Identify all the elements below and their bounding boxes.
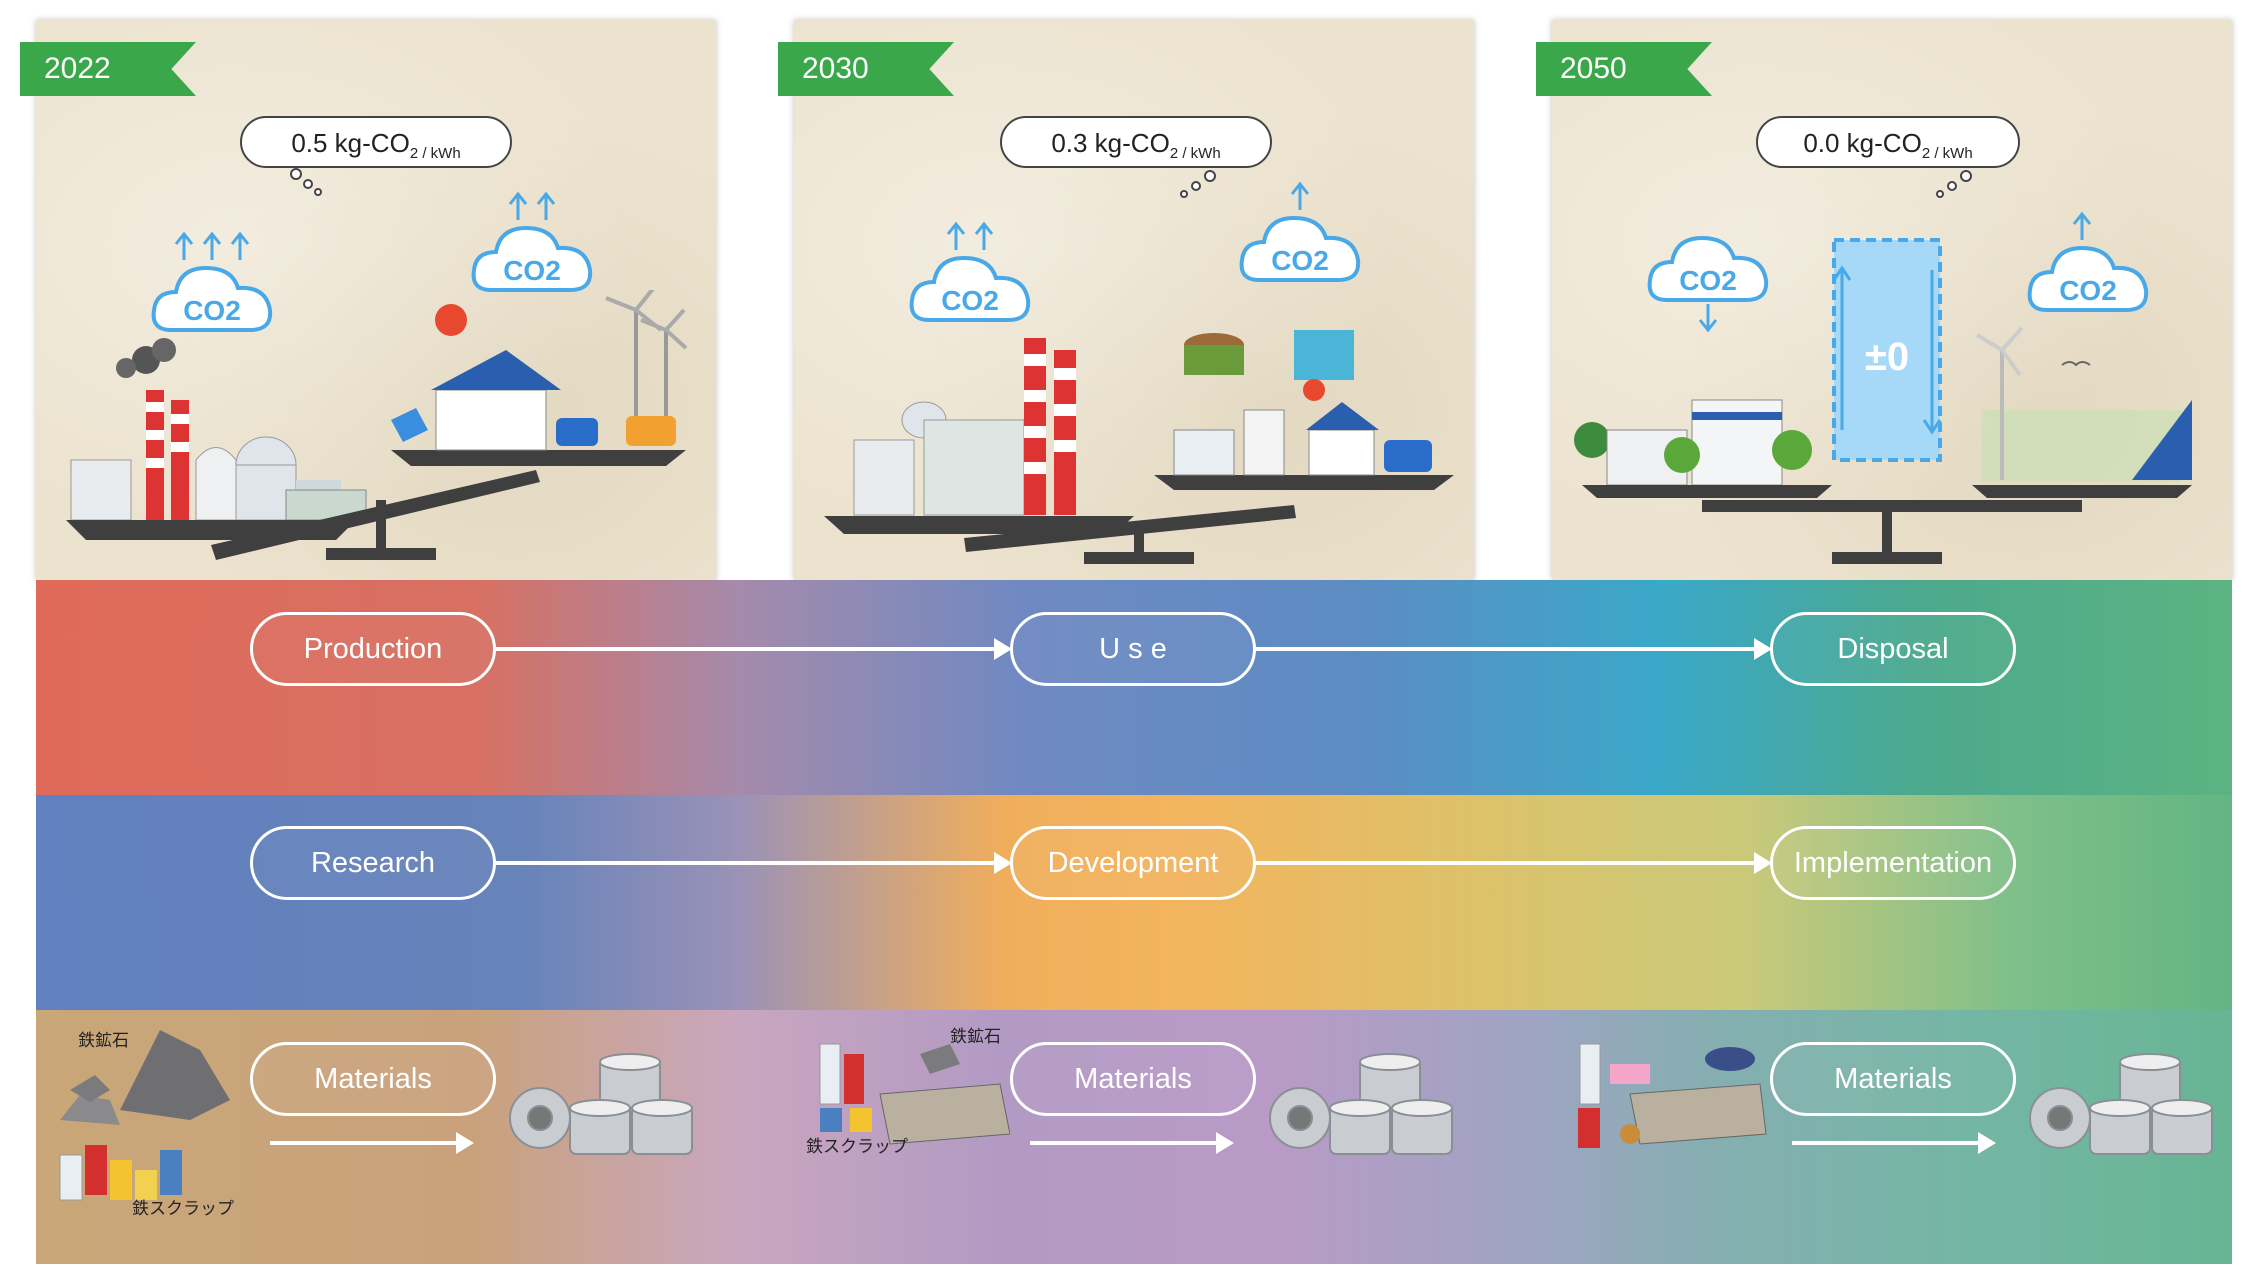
- stage-development: Development: [1010, 826, 1256, 900]
- steel-coils-icon: [1269, 1053, 1453, 1155]
- svg-text:CO2: CO2: [183, 295, 241, 326]
- tilted-scale-illustration: [824, 330, 1454, 564]
- co2-cloud-icon: CO2: [471, 191, 593, 292]
- panel-2030: 2030 0.3 kg-CO2 / kWh CO2 CO2: [778, 20, 1474, 580]
- stage-production: Production: [250, 612, 496, 686]
- iron-ore-caption: 鉄鉱石: [78, 1031, 129, 1050]
- co2-cloud-icon: CO2: [909, 221, 1031, 322]
- iron-scrap-caption: 鉄スクラップ: [132, 1199, 234, 1218]
- materials-label: Materials: [250, 1042, 496, 1116]
- iron-ore-icon: [60, 1030, 230, 1125]
- mixed-materials-icon: [819, 1043, 1010, 1145]
- net-zero-box: ±0: [1832, 238, 1942, 462]
- emission-bubble: 0.3 kg-CO2 / kWh: [1000, 116, 1272, 168]
- flow-arrow: [496, 638, 1012, 660]
- materials-arrow: [270, 1132, 474, 1154]
- svg-text:CO2: CO2: [1271, 245, 1329, 276]
- co2-cloud-icon: CO2: [2027, 211, 2149, 312]
- stage-disposal: Disposal: [1770, 612, 2016, 686]
- tilted-scale-illustration: [66, 290, 688, 560]
- svg-text:±0: ±0: [1865, 335, 1909, 379]
- flow-arrow: [1256, 852, 1772, 874]
- svg-text:CO2: CO2: [1679, 265, 1737, 296]
- emission-value: 0.5 kg-CO: [291, 128, 410, 158]
- emission-value: 0.0 kg-CO: [1803, 128, 1922, 158]
- year-flag: 2022: [20, 42, 196, 96]
- thought-dots: [1936, 170, 1972, 198]
- co2-cloud-icon: CO2: [1647, 235, 1769, 333]
- panel-2050: 2050 0.0 kg-CO2 / kWh CO2 CO2 ±0: [1536, 20, 2232, 580]
- emission-bubble: 0.0 kg-CO2 / kWh: [1756, 116, 2020, 168]
- materials-label: Materials: [1010, 1042, 1256, 1116]
- co2-cloud-icon: CO2: [1239, 181, 1361, 282]
- rd-band: [36, 795, 2232, 1010]
- emission-unit: 2 / kWh: [1169, 145, 1221, 163]
- flow-arrow: [1256, 638, 1772, 660]
- materials-label: Materials: [1770, 1042, 2016, 1116]
- svg-text:CO2: CO2: [941, 285, 999, 316]
- stage-implementation: Implementation: [1770, 826, 2016, 900]
- co2-cloud-icon: CO2: [151, 231, 273, 332]
- materials-band: [36, 1010, 2232, 1264]
- emission-unit: 2 / kWh: [409, 145, 461, 163]
- svg-text:CO2: CO2: [503, 255, 561, 286]
- flow-arrow: [496, 852, 1012, 874]
- year-flag: 2030: [778, 42, 954, 96]
- materials-arrow: [1030, 1132, 1234, 1154]
- materials-arrow: [1792, 1132, 1996, 1154]
- stage-use: U s e: [1010, 612, 1256, 686]
- thought-dots: [290, 168, 322, 196]
- iron-scrap-caption: 鉄スクラップ: [806, 1137, 908, 1156]
- emission-unit: 2 / kWh: [1921, 145, 1973, 163]
- lifecycle-band: [36, 580, 2232, 795]
- iron-ore-caption: 鉄鉱石: [950, 1027, 1001, 1046]
- stage-research: Research: [250, 826, 496, 900]
- emission-value: 0.3 kg-CO: [1051, 128, 1170, 158]
- scrap-cans-icon: [59, 1145, 182, 1201]
- steel-coils-icon: [509, 1053, 693, 1155]
- svg-text:CO2: CO2: [2059, 275, 2117, 306]
- mixed-scrap-icon: [1578, 1043, 1767, 1148]
- emission-bubble: 0.5 kg-CO2 / kWh: [240, 116, 512, 168]
- balanced-scale-illustration: [1574, 326, 2192, 564]
- thought-dots: [1180, 170, 1216, 198]
- year-flag: 2050: [1536, 42, 1712, 96]
- panel-2022: 2022 0.5 kg-CO2 / kWh CO2 CO2: [20, 20, 716, 580]
- steel-coils-icon: [2029, 1053, 2213, 1155]
